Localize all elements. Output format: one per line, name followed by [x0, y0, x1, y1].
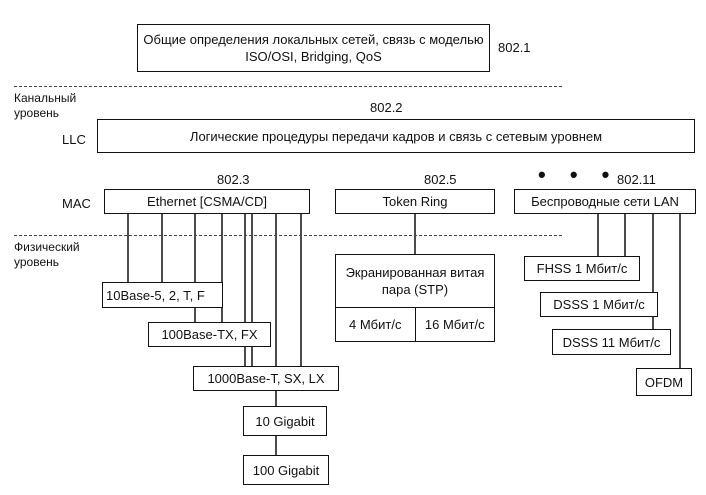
token-ring-text: Token Ring	[382, 194, 448, 209]
stp-media-title: Экранированная витая пара (STP)	[336, 255, 494, 308]
ethernet-phy-100-gigabit-text: 100 Gigabit	[252, 462, 320, 478]
wireless-phy-dsss-11-text: DSSS 11 Мбит/с	[562, 334, 661, 350]
general-definitions-text: Общие определения локальных сетей, связь…	[143, 32, 484, 64]
physical-layer-separator	[14, 235, 562, 236]
std-802-5-label: 802.5	[424, 172, 457, 187]
ethernet-phy-1000base: 1000Base-T, SX, LX	[193, 366, 339, 391]
ethernet-phy-10-gigabit: 10 Gigabit	[243, 406, 327, 436]
stp-speed-row: 4 Мбит/с 16 Мбит/с	[336, 308, 494, 341]
ethernet-phy-100-gigabit: 100 Gigabit	[243, 455, 329, 485]
llc-box: Логические процедуры передачи кадров и с…	[97, 119, 695, 153]
ethernet-phy-10-gigabit-text: 10 Gigabit	[255, 413, 315, 429]
ethernet-phy-10base-text: 10Base-5, 2, T, F	[106, 287, 205, 303]
wireless-phy-fhss: FHSS 1 Мбит/с	[524, 256, 640, 281]
wireless-phy-dsss-1: DSSS 1 Мбит/с	[540, 292, 658, 317]
ethernet-phy-10base: 10Base-5, 2, T, F	[102, 282, 223, 308]
ethernet-phy-100base: 100Base-TX, FX	[148, 322, 271, 347]
wireless-phy-dsss-1-text: DSSS 1 Мбит/с	[553, 297, 645, 312]
std-802-11-label: 802.11	[617, 172, 656, 187]
ethernet-phy-1000base-text: 1000Base-T, SX, LX	[207, 371, 325, 386]
std-802-2-label: 802.2	[370, 100, 403, 115]
ellipsis-dots: • • •	[538, 162, 619, 187]
wireless-phy-fhss-text: FHSS 1 Мбит/с	[536, 261, 628, 276]
physical-layer-label: Физический уровень	[14, 240, 80, 269]
wireless-phy-ofdm: OFDM	[636, 368, 692, 396]
link-layer-label: Канальный уровень	[14, 91, 77, 120]
std-802-3-label: 802.3	[217, 172, 250, 187]
wireless-lan-text: Беспроводные сети LAN	[531, 194, 679, 209]
ethernet-phy-100base-text: 100Base-TX, FX	[161, 327, 258, 342]
stp-media-box: Экранированная витая пара (STP) 4 Мбит/с…	[335, 254, 495, 342]
wireless-lan-box: Беспроводные сети LAN	[514, 189, 696, 214]
llc-label: LLC	[62, 132, 86, 147]
general-definitions-box: Общие определения локальных сетей, связь…	[137, 24, 490, 72]
link-layer-separator	[14, 86, 562, 87]
stp-speed-16: 16 Мбит/с	[414, 308, 495, 341]
token-ring-box: Token Ring	[335, 189, 495, 214]
wireless-phy-ofdm-text: OFDM	[644, 374, 684, 390]
ethernet-box: Ethernet [CSMA/CD]	[104, 189, 310, 214]
mac-label: MAC	[62, 196, 91, 211]
ethernet-text: Ethernet [CSMA/CD]	[147, 194, 267, 209]
stp-speed-4: 4 Мбит/с	[349, 317, 402, 332]
std-802-1-label: 802.1	[498, 40, 531, 55]
llc-text: Логические процедуры передачи кадров и с…	[189, 128, 603, 144]
wireless-phy-dsss-11: DSSS 11 Мбит/с	[552, 329, 671, 355]
